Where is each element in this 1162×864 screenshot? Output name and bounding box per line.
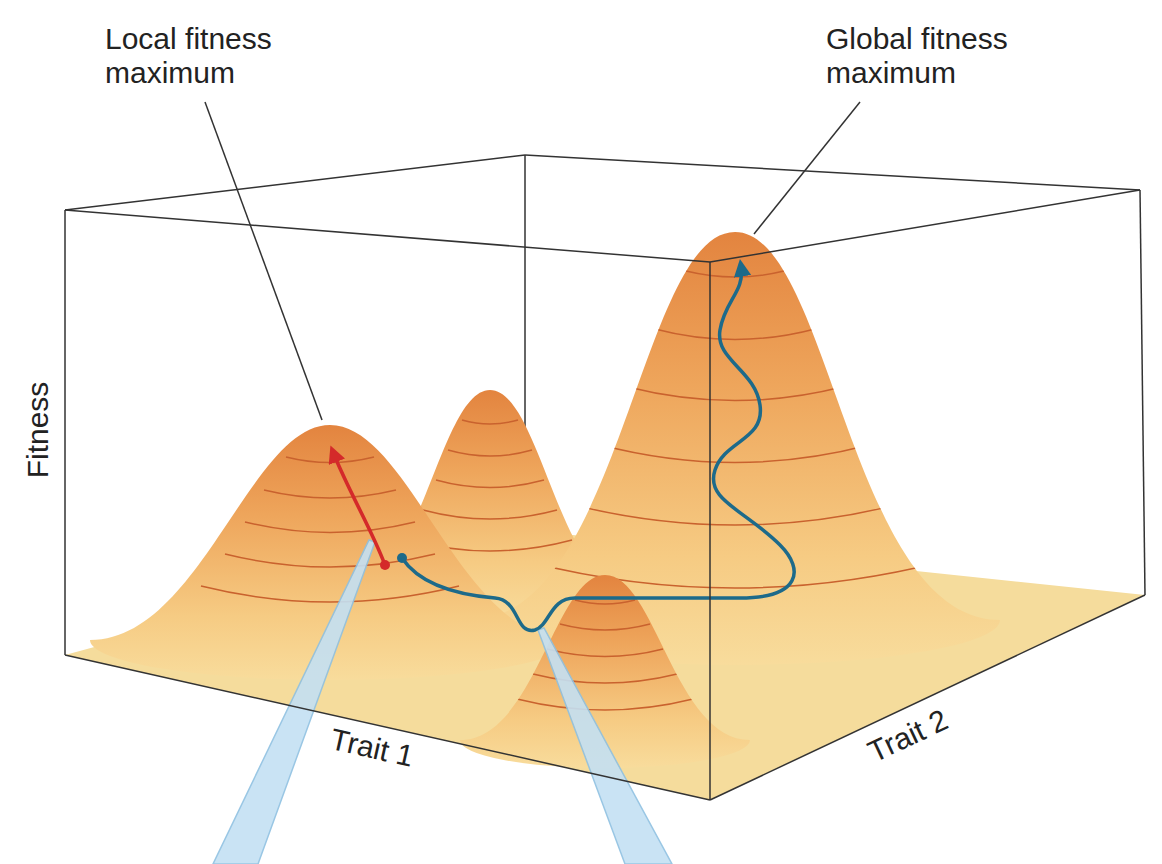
red-path-arrow — [333, 452, 385, 565]
box-front-edges — [65, 190, 1145, 800]
leader-line — [205, 102, 322, 420]
callout-label: Local fitness maximum — [105, 22, 345, 90]
axis-label: Fitness — [21, 382, 55, 479]
pointer-beam — [538, 628, 672, 864]
pointer-beam — [213, 540, 375, 864]
leader-line — [754, 102, 860, 234]
callout-label: Global fitness maximum — [826, 22, 1096, 90]
blue-path-arrow — [402, 266, 794, 630]
